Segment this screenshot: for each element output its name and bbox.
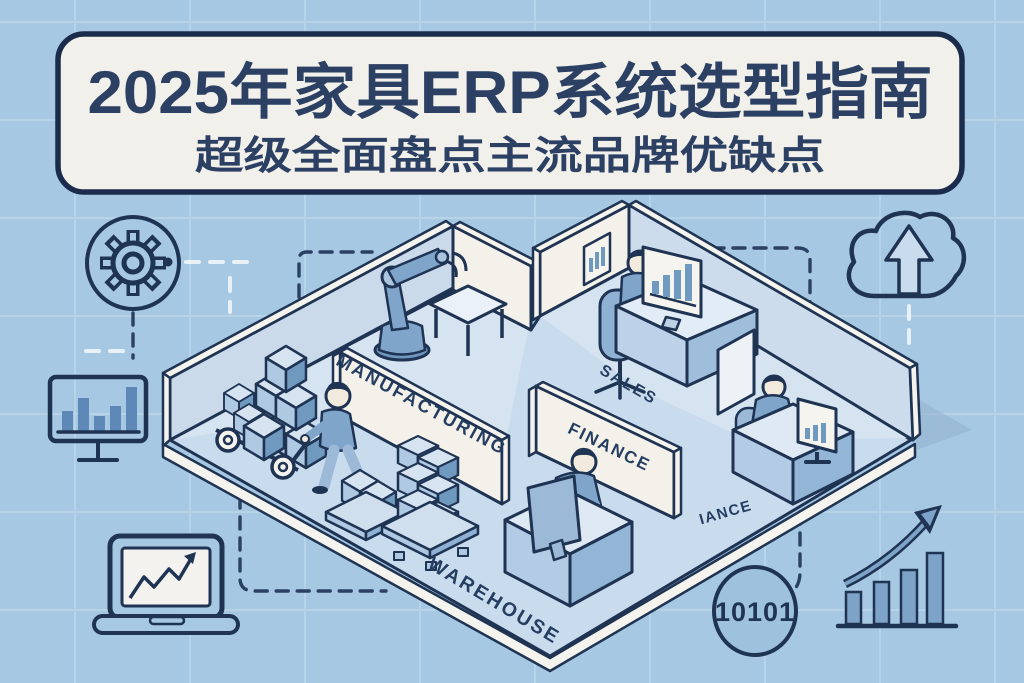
upload-arrow: [884, 224, 934, 296]
finance-workstation: [503, 447, 634, 608]
work-table: [428, 284, 508, 356]
sales-dashboard-screen: [641, 245, 703, 332]
binary-text: 10101: [715, 597, 795, 627]
bar-chart-monitor-icon: [47, 374, 149, 462]
finance-monitor-back: [526, 474, 582, 562]
wall-finance: [527, 380, 683, 520]
dashed-connector-bottom-left: [238, 494, 388, 593]
robot-arm: [373, 247, 468, 362]
poster-subtitle: 超级全面盘点主流品牌优缺点: [195, 134, 825, 178]
sales-office: [594, 245, 759, 400]
wall-shadow: [916, 398, 972, 450]
floor-edge-band: [161, 442, 917, 673]
pallet-tall: [380, 434, 480, 571]
growth-chart-icon: [835, 505, 959, 629]
right-office: [731, 374, 855, 506]
wall-manufacturing-right: [451, 220, 540, 332]
trend-laptop-icon: [92, 533, 240, 635]
factory-diagram: MANUFACTURING FINANCE SALES: [161, 199, 972, 673]
right-office-monitor: [796, 397, 838, 464]
binary-data-icon: 10101: [712, 565, 798, 657]
dashed-connector-top-left: [297, 250, 374, 299]
poster-title: 2025年家具ERP系统选型指南: [88, 59, 933, 126]
wall-sales-divider: [716, 328, 756, 416]
dashed-connector-top-right: [710, 246, 812, 318]
gear-icon: [85, 215, 181, 311]
title-banner: 2025年家具ERP系统选型指南 超级全面盘点主流品牌优缺点: [55, 31, 965, 195]
wall-chart-frame: [582, 231, 612, 287]
wall-manufacturing: [331, 346, 511, 506]
gear-dot: [163, 257, 173, 267]
cloud-upload-icon: [846, 210, 967, 299]
white-dashes: [84, 260, 911, 354]
